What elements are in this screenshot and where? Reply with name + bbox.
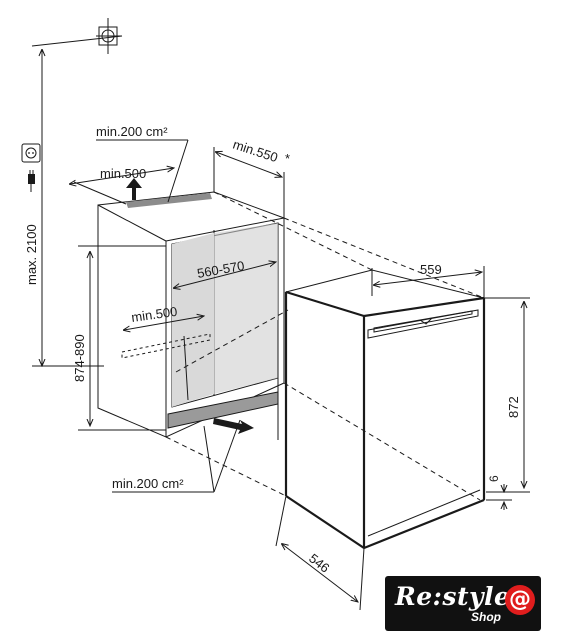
depth-top-asterisk: * (285, 151, 290, 166)
appliance-depth-dimension: 546 (275, 495, 365, 611)
max-height-label: max. 2100 (24, 224, 39, 285)
gap-dimension: 6 (486, 475, 512, 510)
appliance-width-label: 559 (420, 262, 442, 277)
appliance-height-dimension: 872 (484, 297, 530, 493)
logo-sub-text: Shop (471, 610, 501, 624)
niche-height-dimension: 874-890 (72, 245, 166, 431)
clear-inner-dimension: min.500 (121, 304, 211, 401)
appliance-height-label: 872 (506, 396, 521, 418)
logo-main-text: Re:style (395, 582, 511, 611)
brand-logo: Re:style Shop @ (385, 576, 541, 631)
vent-bottom-label: min.200 cm² (112, 476, 184, 491)
gap-label: 6 (487, 475, 501, 482)
vent-top-callout: min.200 cm² min.500 (70, 124, 189, 205)
appliance (277, 269, 486, 550)
vent-bottom-callout: min.200 cm² (112, 418, 254, 493)
power-socket-icon (21, 143, 41, 163)
niche-height-label: 874-890 (72, 334, 87, 382)
projection-lines (165, 191, 485, 501)
vent-top-label: min.200 cm² (96, 124, 168, 139)
appliance-depth-label: 546 (306, 551, 332, 576)
water-connection-icon (31, 18, 123, 54)
logo-at-icon: @ (505, 585, 535, 615)
max-height-dimension: max. 2100 (24, 50, 104, 366)
appliance-width-dimension: 559 (371, 262, 485, 298)
niche-cabinet (97, 191, 285, 438)
power-plug-icon (28, 170, 35, 192)
